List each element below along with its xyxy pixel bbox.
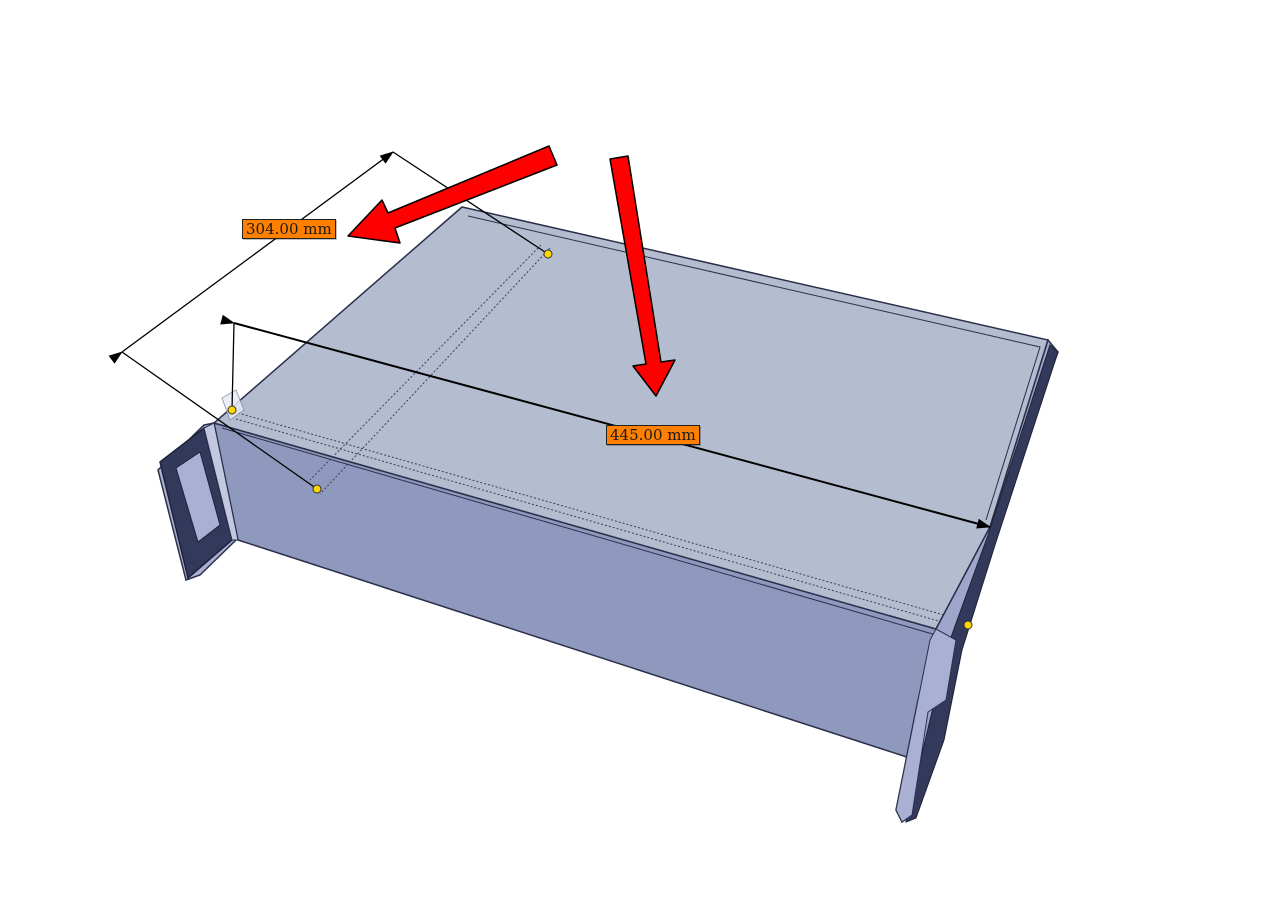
left-ear-handle-slot — [175, 451, 221, 543]
right-ear-bracket — [895, 628, 957, 823]
dimension-width-line — [108, 151, 394, 364]
dimension-depth-label[interactable]: 445.00 mm — [606, 425, 700, 445]
anchor-points — [227, 249, 973, 630]
yellow-snap-point-icon[interactable] — [963, 620, 973, 630]
yellow-snap-point-icon[interactable] — [227, 405, 237, 415]
dimension-width-label[interactable]: 304.00 mm — [242, 219, 336, 239]
top-lid-rim — [467, 215, 1041, 521]
right-front-panel-dark — [905, 344, 1059, 823]
red-callout-arrow-icon — [609, 155, 676, 397]
rack-enclosure-model[interactable] — [157, 206, 1059, 824]
yellow-snap-point-icon[interactable] — [312, 484, 322, 494]
dimension-width-extension-top — [392, 151, 549, 255]
red-callout-arrow-icon — [347, 145, 558, 244]
yellow-snap-point-icon[interactable] — [543, 249, 553, 259]
annotation-arrows — [347, 145, 676, 397]
hidden-edge-front-2 — [235, 418, 943, 623]
